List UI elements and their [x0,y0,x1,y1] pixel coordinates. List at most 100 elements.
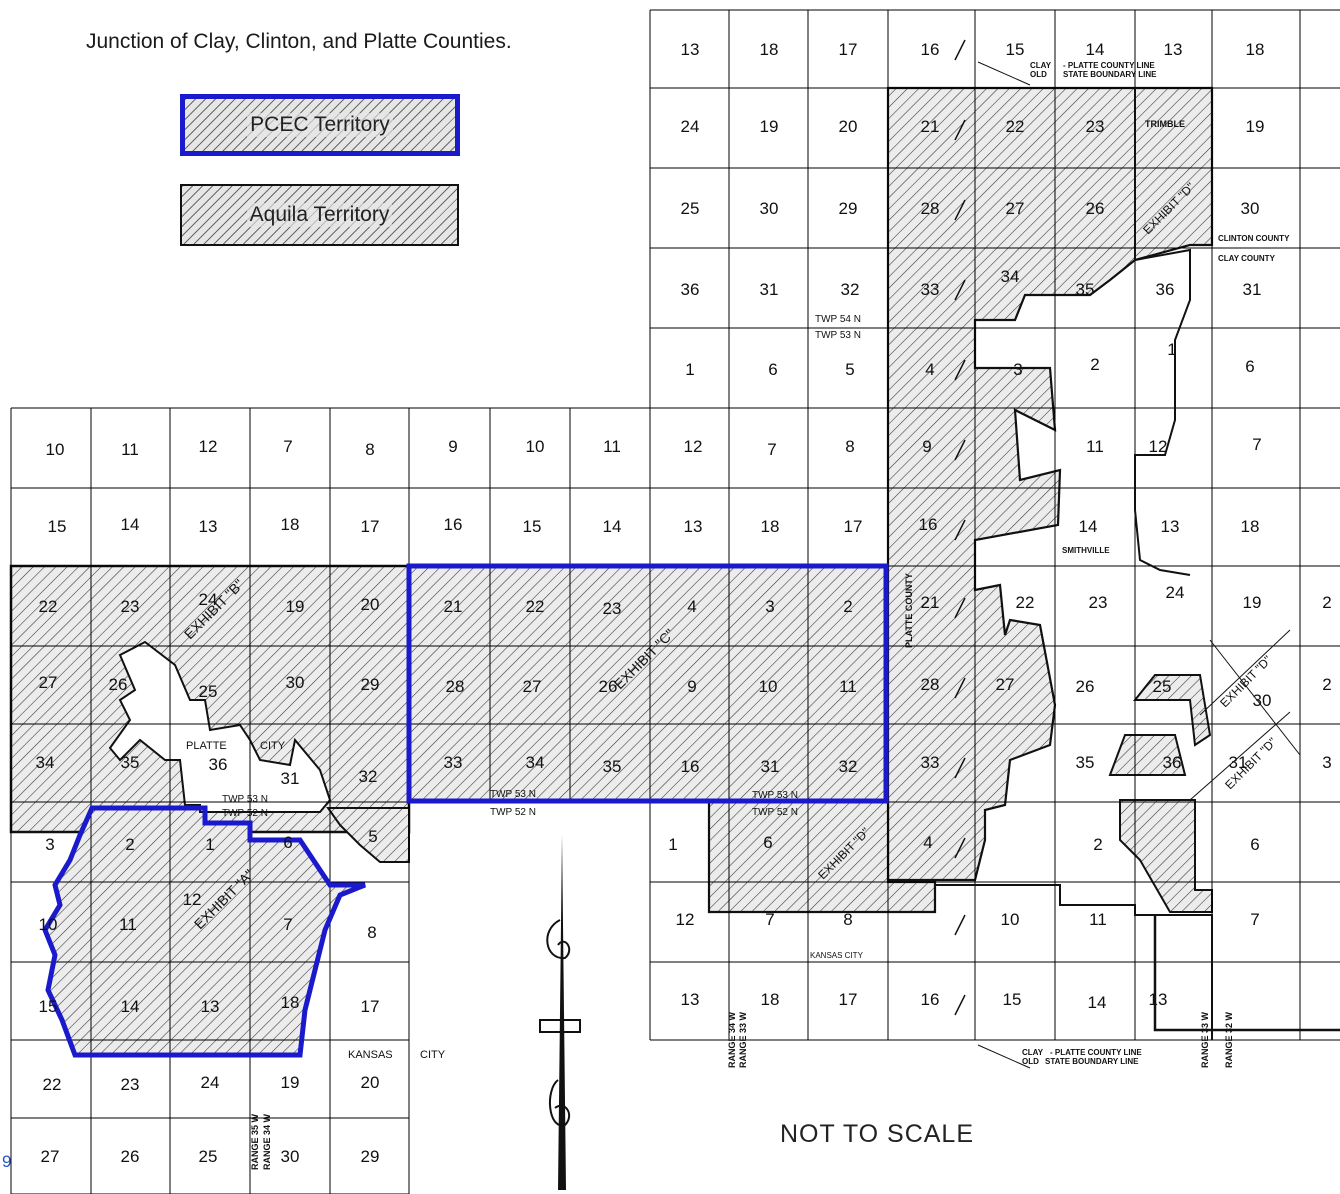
section-label: 10 [39,915,58,934]
legend-pcec-label: PCEC Territory [247,113,393,137]
twp52-label-east: TWP 52 N [752,807,798,818]
section-label: 25 [199,1147,218,1166]
section-label: 12 [684,437,703,456]
clay-label-north: CLAY [1030,61,1052,70]
aquila-area-patch-1 [1132,674,1212,747]
section-label: 33 [921,753,940,772]
not-to-scale-note: NOT TO SCALE [780,1120,975,1148]
section-label: 7 [283,915,292,934]
section-label: 15 [48,517,67,536]
section-label: 12 [199,437,218,456]
twp53-label-mid: TWP 53 N [490,789,536,800]
section-label: 16 [921,40,940,59]
section-label: 8 [365,440,374,459]
section-label: 21 [921,117,940,136]
section-label: 15 [1006,40,1025,59]
section-label: 2 [1322,593,1331,612]
section-label: 22 [526,597,545,616]
section-label: 29 [839,199,858,218]
section-label: 10 [46,440,65,459]
section-label: 23 [603,599,622,618]
section-label: 16 [919,515,938,534]
section-label: 32 [359,767,378,786]
section-label: 22 [1016,593,1035,612]
section-label: 31 [1243,280,1262,299]
section-label: 17 [839,990,858,1009]
section-label: 14 [1088,993,1107,1012]
section-label: 36 [209,755,228,774]
section-label: 14 [603,517,622,536]
section-label: 18 [281,515,300,534]
section-label: 13 [681,990,700,1009]
section-label: 16 [444,515,463,534]
section-label: 35 [121,753,140,772]
section-label: 11 [603,437,621,456]
section-label: 11 [121,440,139,459]
section-label: 17 [361,517,380,536]
section-label: 3 [1013,360,1022,379]
section-label: 34 [1001,267,1020,286]
section-label: 8 [843,910,852,929]
section-label: 28 [921,199,940,218]
legend-aquila-territory: Aquila Territory [180,184,459,246]
section-label: 24 [681,117,700,136]
section-label: 11 [119,915,137,934]
section-label: 32 [841,280,860,299]
section-label: 26 [121,1147,140,1166]
section-label: 33 [921,280,940,299]
section-label: 16 [921,990,940,1009]
section-label: 28 [921,675,940,694]
aquila-area-east [886,86,1214,882]
section-label: 23 [121,597,140,616]
section-label: 23 [1089,593,1108,612]
section-label: 1 [685,360,694,379]
section-label: 9 [448,437,457,456]
twp53-label-west: TWP 53 N [222,794,268,805]
county-line-label-north: - PLATTE COUNTY LINE [1063,61,1155,70]
section-label: 25 [1153,677,1172,696]
county-line-label-south: - PLATTE COUNTY LINE [1050,1048,1142,1057]
section-label: 10 [526,437,545,456]
section-label: 13 [1161,517,1180,536]
section-label: 21 [444,597,463,616]
section-label: 36 [1156,280,1175,299]
range34-label: RANGE 34 W [727,1011,737,1068]
section-label: 17 [844,517,863,536]
section-label: 31 [1229,753,1248,772]
section-label: 30 [760,199,779,218]
section-label: 18 [281,993,300,1012]
section-label: 15 [39,997,58,1016]
section-label: 13 [681,40,700,59]
section-label: 26 [1086,199,1105,218]
section-label: 35 [1076,280,1095,299]
clay-label-south: CLAY [1022,1048,1044,1057]
section-label: 31 [281,769,300,788]
twp52-label-west: TWP 52 N [222,808,268,819]
section-label: 6 [283,833,292,852]
section-label: 6 [763,833,772,852]
old-label-north: OLD [1030,70,1047,79]
section-label: 14 [1086,40,1105,59]
county-line-marks [954,39,1301,1069]
state-line-label-south: STATE BOUNDARY LINE [1045,1057,1139,1066]
section-labels: 13 18 17 16 15 14 13 18 24 19 20 21 22 2… [36,40,1332,1166]
section-label: 18 [1246,40,1265,59]
section-label: 6 [1250,835,1259,854]
section-label: 33 [444,753,463,772]
section-label: 17 [361,997,380,1016]
aquila-area-patch-2 [1108,734,1187,776]
aquila-area-patch-3 [1119,799,1213,913]
section-label: 31 [760,280,779,299]
section-label: 19 [1243,593,1262,612]
section-label: 27 [996,675,1015,694]
kansas-city-label-1: KANSAS [348,1049,393,1061]
section-label: 27 [523,677,542,696]
section-label: 13 [1149,990,1168,1009]
section-label: 20 [839,117,858,136]
section-label: 26 [599,677,618,696]
section-label: 14 [121,515,140,534]
section-label: 11 [1086,437,1104,456]
section-label: 18 [761,990,780,1009]
section-label: 31 [761,757,780,776]
